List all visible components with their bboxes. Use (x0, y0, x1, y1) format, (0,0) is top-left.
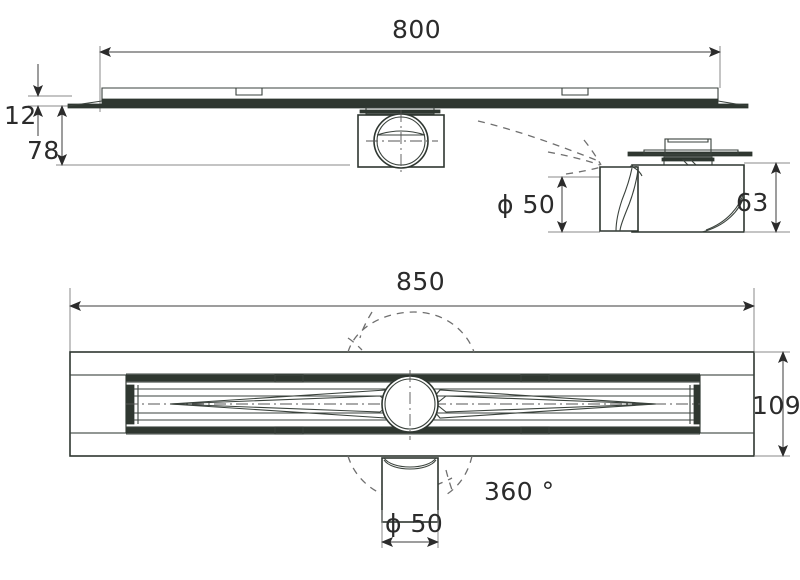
elevation-grate-assembly (67, 87, 749, 109)
dimension-width-109 (754, 351, 790, 457)
dimension-height-63: 63 (736, 162, 790, 233)
dimension-height-78 (56, 105, 350, 166)
plan-outlet-pipe (381, 457, 439, 523)
elevation-rotation-indicator (477, 120, 602, 175)
label-rotation-360: 360 ° (484, 477, 555, 506)
plan-view-channel (69, 351, 755, 457)
label-length-800: 800 (392, 15, 441, 44)
dimension-phi-50-plan: ϕ 50 (381, 509, 443, 548)
dimension-length-850 (69, 288, 755, 352)
outlet-section-detail-view (599, 138, 753, 233)
elevation-drain-body (357, 107, 445, 174)
label-phi-50-elevation: ϕ 50 (497, 190, 555, 219)
dimension-phi-50-elevation: ϕ 50 (497, 176, 600, 233)
plan-rotation-indicator-top (347, 311, 475, 353)
label-length-850: 850 (396, 267, 445, 296)
label-thickness-12: 12 (4, 101, 37, 130)
label-phi-50-plan: ϕ 50 (385, 509, 443, 538)
label-height-63: 63 (736, 188, 769, 217)
label-width-109: 109 (752, 391, 800, 420)
label-height-78: 78 (27, 136, 60, 165)
